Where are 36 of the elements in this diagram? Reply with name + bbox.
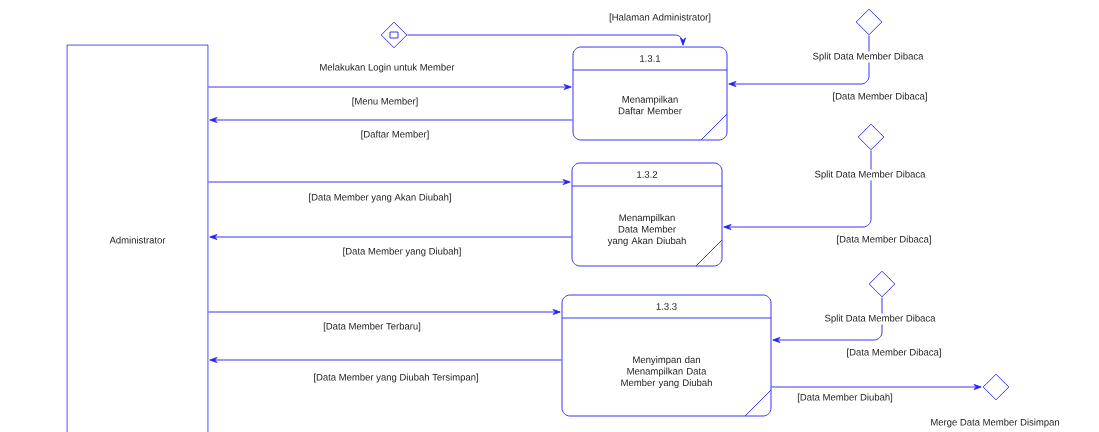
- edge-label: Melakukan Login untuk Member: [318, 62, 456, 74]
- symbol-caption: Split Data Member Dibaca: [811, 51, 925, 63]
- diamond-symbol: [380, 21, 408, 49]
- arrow: [208, 179, 571, 185]
- edge-label: [Menu Member]: [350, 96, 420, 108]
- arrow: [209, 357, 562, 363]
- symbol-caption: Merge Data Member Disimpan: [929, 417, 1061, 429]
- edge-label: [Data Member yang Diubah]: [341, 246, 463, 258]
- process-box: 1.3.2 Menampilkan Data Member yang Akan Diubah: [571, 162, 723, 267]
- edge-label: [Data Member Dibaca]: [845, 347, 943, 359]
- edge-label: [Halaman Administrator]: [608, 12, 712, 24]
- arrow: [723, 150, 872, 230]
- edge-label: [Data Member Dibaca]: [831, 91, 929, 103]
- diamond-symbol: [982, 373, 1010, 401]
- arrow: [208, 84, 572, 90]
- edge-label: [Data Member Terbaru]: [322, 321, 422, 333]
- arrow: [209, 117, 573, 123]
- diamond-symbol: [855, 8, 883, 36]
- flow-label: [Daftar Member]: [361, 130, 429, 140]
- arrow: [208, 309, 561, 315]
- edge-label: [Data Member yang Akan Diubah]: [307, 192, 453, 204]
- arrow: [772, 297, 883, 343]
- symbol-caption: Split Data Member Dibaca: [813, 169, 927, 181]
- diamond-symbol: [857, 123, 885, 151]
- edge-label: [Data Member yang Diubah Tersimpan]: [312, 372, 480, 384]
- symbol-caption: Split Data Member Dibaca: [823, 313, 937, 325]
- diamond-symbol: [868, 270, 896, 298]
- process-box: 1.3.1 Menampilkan Daftar Member: [572, 46, 728, 141]
- arrow: [771, 384, 982, 390]
- edge-label: [Data Member Dibaca]: [835, 234, 933, 246]
- edge-label: [Data Member Diubah]: [796, 392, 894, 404]
- arrow: [728, 35, 870, 87]
- arrow: [407, 34, 686, 46]
- external-entity-box: Administrator: [66, 44, 209, 432]
- process-box: 1.3.3 Menyimpan dan Menampilkan Data Member yang Diubah: [561, 294, 772, 417]
- arrow: [209, 234, 572, 240]
